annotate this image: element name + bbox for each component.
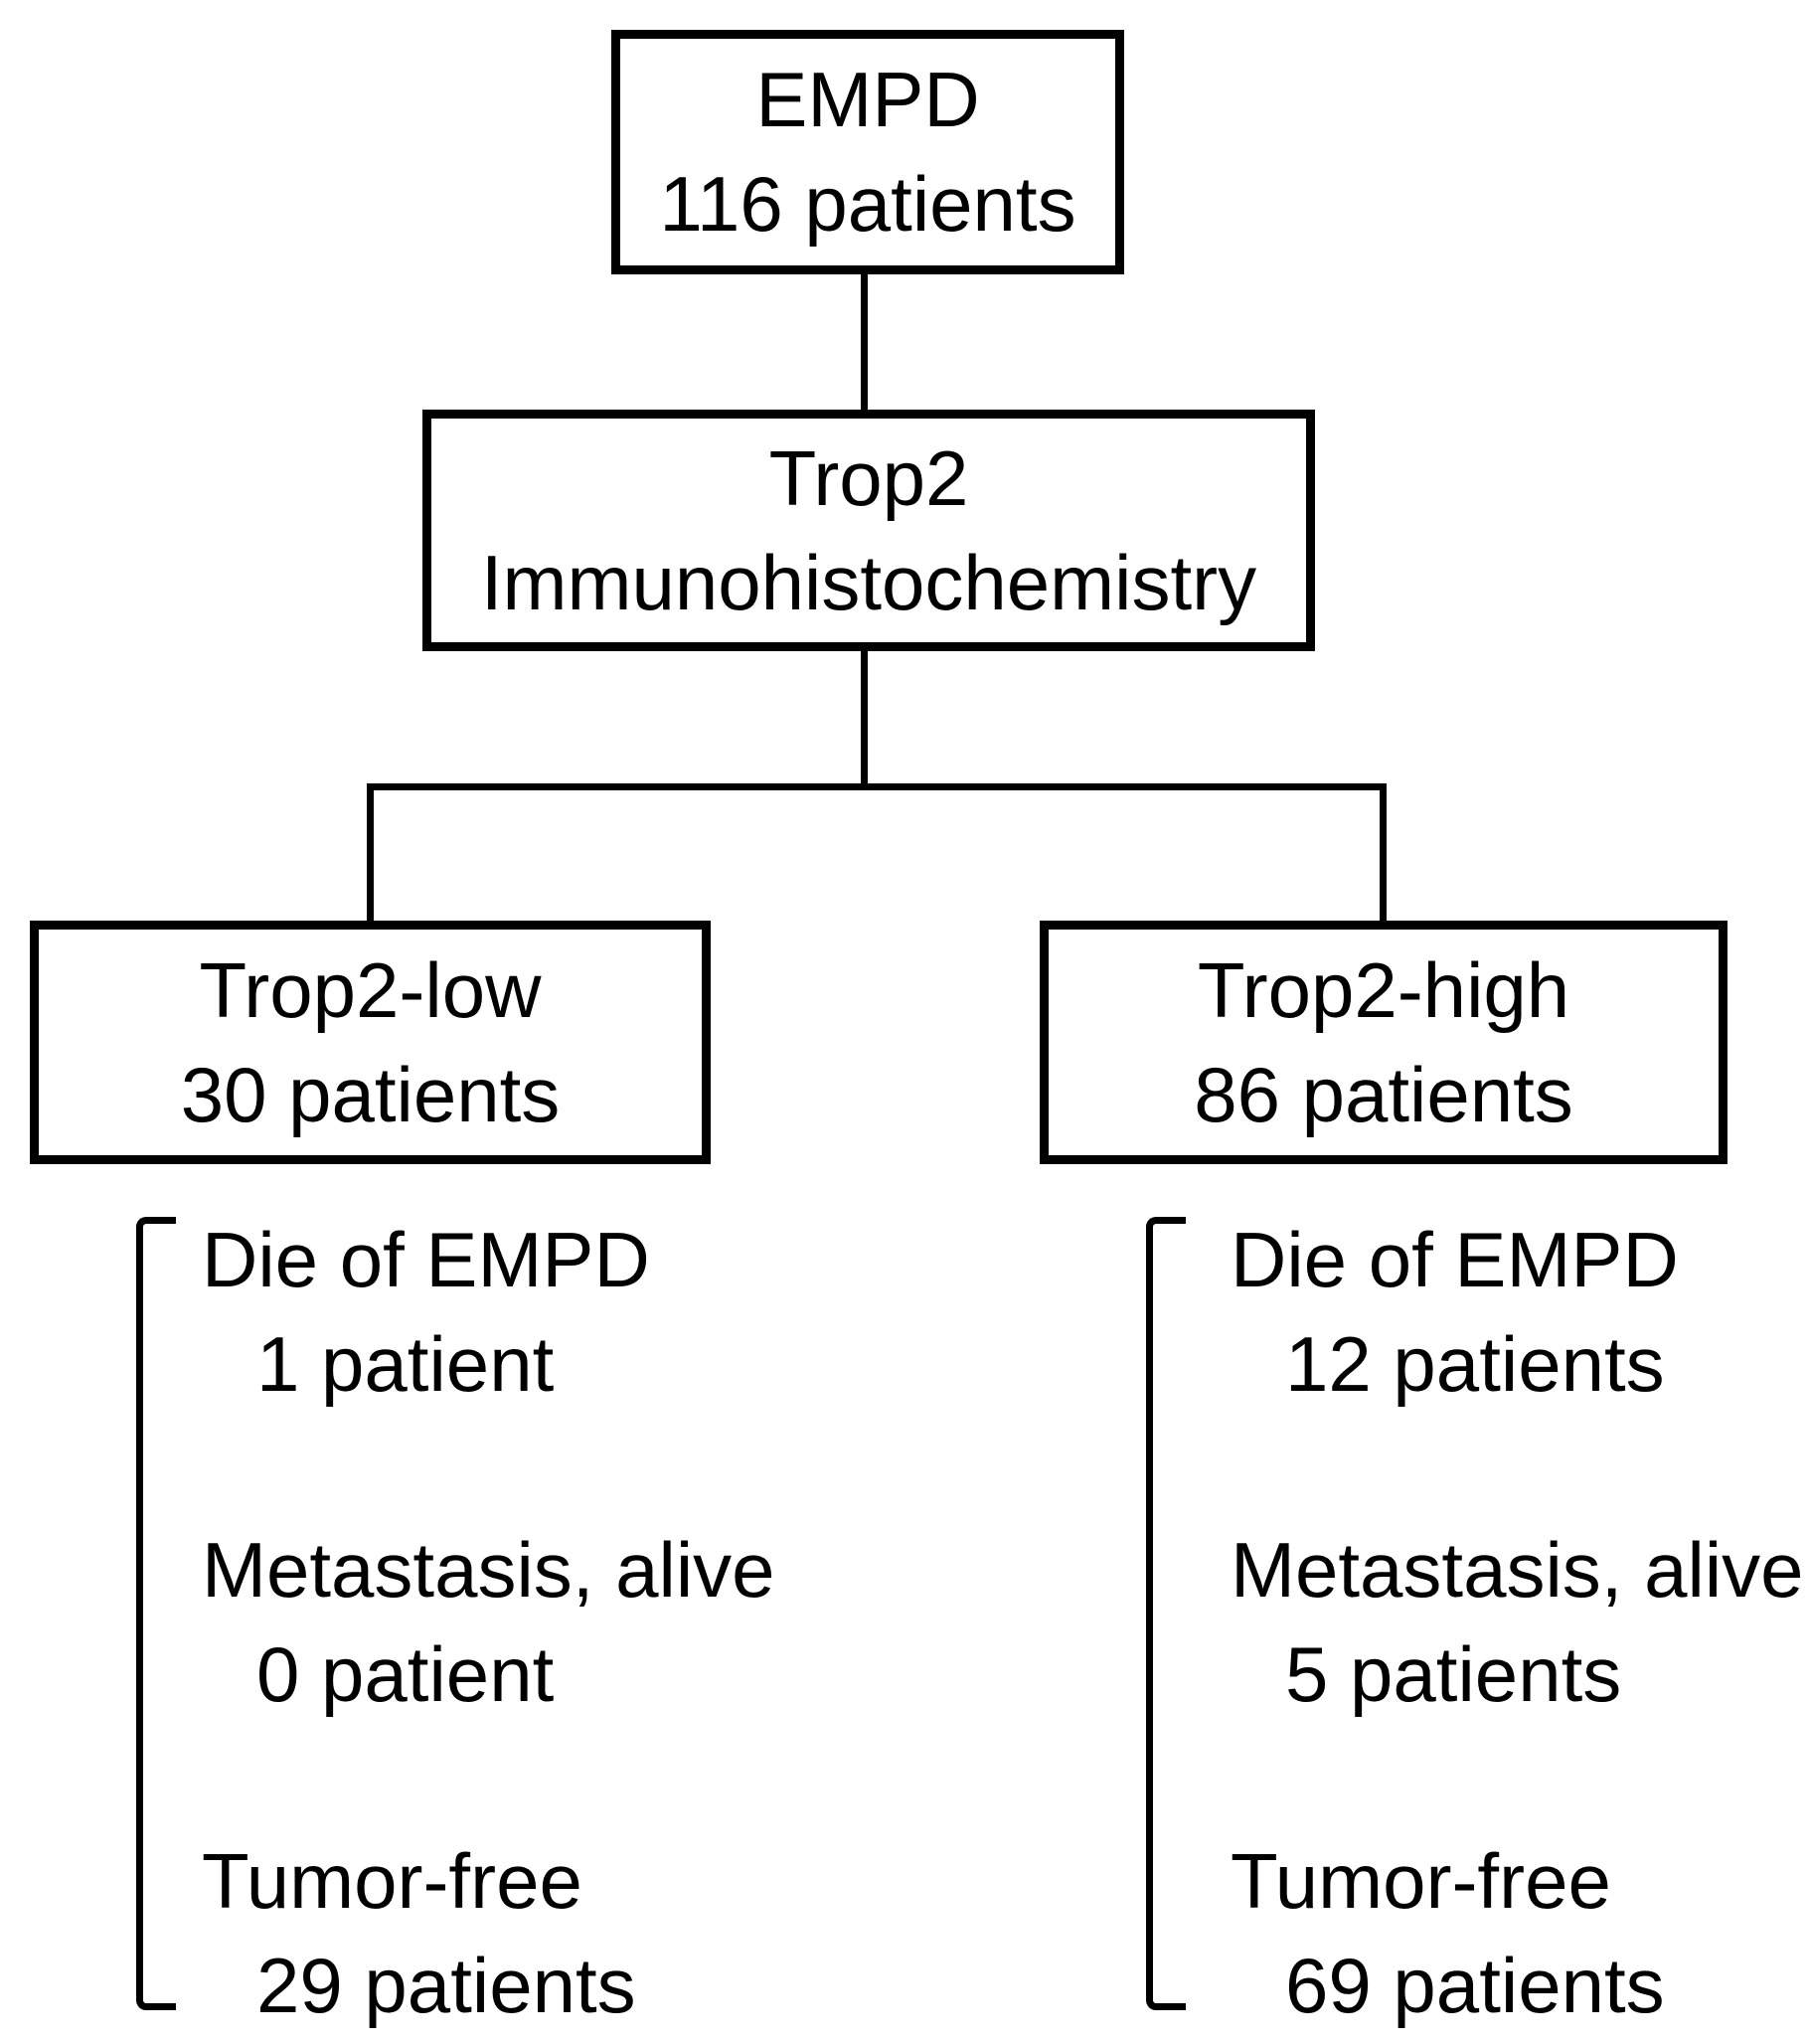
branch-horizontal-line (367, 783, 1387, 790)
trop2-low-node: Trop2-low 30 patients (30, 921, 711, 1164)
outcome-label: Tumor-free (1231, 1837, 1611, 1925)
trop2-ihc-node-line1: Trop2 (768, 433, 969, 522)
outcome-label: Metastasis, alive (1231, 1526, 1804, 1614)
trop2-high-outcomes-bracket (1146, 1217, 1186, 2010)
outcome-group-low-died: Die of EMPD 1 patient (202, 1208, 650, 1417)
outcome-group-low-metastasis: Metastasis, alive 0 patient (202, 1518, 775, 1727)
trop2-high-node: Trop2-high 86 patients (1040, 921, 1727, 1164)
trop2-high-node-count: 86 patients (1194, 1050, 1573, 1138)
outcome-group-high-tumor-free: Tumor-free 69 patients (1231, 1829, 1665, 2038)
connector-ihc-to-branch (861, 648, 868, 787)
outcome-label: Metastasis, alive (202, 1526, 775, 1614)
trop2-ihc-node: Trop2 Immunohistochemistry (422, 410, 1315, 651)
trop2-low-node-title: Trop2-low (199, 945, 542, 1034)
trop2-low-node-count: 30 patients (180, 1050, 561, 1138)
outcome-group-high-metastasis: Metastasis, alive 5 patients (1231, 1518, 1804, 1727)
outcome-count: 5 patients (1285, 1630, 1622, 1718)
empd-node-count: 116 patients (659, 160, 1076, 248)
trop2-high-node-title: Trop2-high (1197, 945, 1570, 1034)
outcome-count: 12 patients (1285, 1320, 1665, 1408)
branch-right-drop-line (1380, 783, 1387, 924)
trop2-ihc-node-line2: Immunohistochemistry (480, 538, 1257, 626)
outcome-count: 0 patient (256, 1630, 555, 1718)
outcome-label: Die of EMPD (202, 1216, 650, 1303)
outcome-count: 29 patients (256, 1942, 636, 2029)
connector-empd-to-ihc (861, 270, 868, 413)
branch-left-drop-line (367, 783, 374, 924)
outcome-group-high-died: Die of EMPD 12 patients (1231, 1208, 1679, 1417)
outcome-count: 69 patients (1285, 1942, 1665, 2029)
outcome-label: Tumor-free (202, 1837, 582, 1925)
outcome-count: 1 patient (256, 1320, 555, 1408)
empd-node-title: EMPD (755, 56, 980, 143)
empd-node: EMPD 116 patients (611, 30, 1124, 274)
outcome-label: Die of EMPD (1231, 1216, 1679, 1303)
outcome-group-low-tumor-free: Tumor-free 29 patients (202, 1829, 636, 2038)
trop2-low-outcomes-bracket (136, 1217, 176, 2010)
